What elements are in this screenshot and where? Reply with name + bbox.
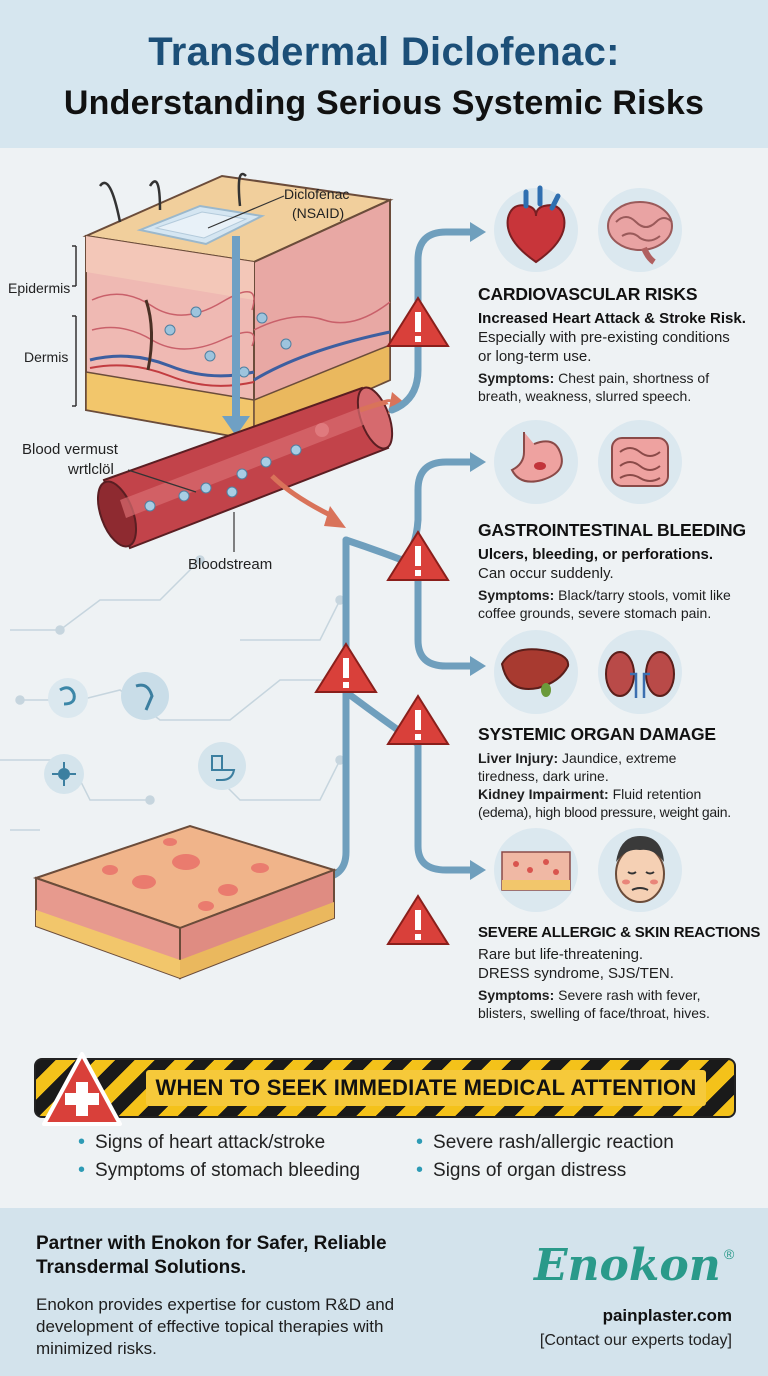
risk-symptoms: Symptoms: Black/tarry stools, vomit like	[478, 586, 763, 604]
blood-vessel	[96, 386, 394, 552]
warning-triangle-icon-gi	[386, 530, 450, 581]
symptoms-text: Black/tarry stools, vomit like	[554, 587, 731, 603]
symptoms-text-cont: breath, weakness, slurred speech.	[478, 388, 692, 404]
medical-cross-warning-icon	[42, 1052, 122, 1126]
liver-injury-text: Liver Injury: Jaundice, extreme	[478, 749, 763, 767]
seek-item: • Signs of heart attack/stroke	[78, 1131, 325, 1154]
small-throat-icon	[121, 672, 169, 720]
enokon-logo: Enokon	[534, 1240, 721, 1291]
seek-item-text: Symptoms of stomach bleeding	[95, 1160, 361, 1181]
bloodstream-label: Bloodstream	[188, 556, 273, 573]
symptoms-text-cont: blisters, swelling of face/throat, hives…	[478, 1005, 710, 1021]
page-title: Transdermal Diclofenac:	[148, 30, 620, 74]
kidney-impairment-desc: Fluid retention	[608, 786, 702, 802]
patch-label: Diclofenac	[284, 186, 350, 202]
small-stomach-icon	[48, 678, 88, 718]
registered-mark: ®	[724, 1246, 735, 1262]
small-toilet-icon	[198, 742, 246, 790]
liver-injury-desc: Jaundice, extreme	[558, 750, 677, 766]
liver-icon	[494, 630, 578, 714]
risk-desc: or long-term use.	[478, 348, 592, 365]
blood-vessel-label: Blood vermust	[22, 441, 118, 458]
stomach-icon	[494, 420, 578, 504]
dermis-label: Dermis	[24, 349, 69, 365]
risk-title: SEVERE ALLERGIC & SKIN REACTIONS	[478, 924, 761, 941]
seek-item-text: Severe rash/allergic reaction	[433, 1132, 674, 1153]
kidney-impairment-label: Kidney Impairment:	[478, 786, 609, 802]
header: Transdermal Diclofenac: Understanding Se…	[0, 0, 768, 148]
risk-desc: Can occur suddenly.	[478, 565, 614, 582]
gastrointestinal-risk-block: GASTROINTESTINAL BLEEDING Ulcers, bleedi…	[478, 520, 763, 622]
organ-damage-risk-block: SYSTEMIC ORGAN DAMAGE Liver Injury: Jaun…	[478, 724, 763, 821]
seek-item: • Severe rash/allergic reaction	[416, 1131, 674, 1154]
patch-label-nsaid: (NSAID)	[292, 205, 345, 221]
allergic-reaction-risk-block: SEVERE ALLERGIC & SKIN REACTIONS Rare bu…	[478, 924, 763, 1022]
symptoms-label: Symptoms:	[478, 370, 555, 386]
warning-triangle-icon-cardio	[386, 296, 450, 347]
symptoms-text: Severe rash with fever,	[554, 987, 701, 1003]
sick-face-icon	[598, 828, 682, 912]
risk-title: CARDIOVASCULAR RISKS	[478, 284, 698, 304]
epidermis-label: Epidermis	[8, 280, 71, 296]
cardiovascular-risk-block: CARDIOVASCULAR RISKS Increased Heart Att…	[478, 284, 763, 405]
warning-triangle-icon-allergy	[386, 894, 450, 945]
symptoms-text: Chest pain, shortness of	[554, 370, 710, 386]
bullet-dot: •	[416, 1159, 424, 1181]
small-virus-icon	[44, 754, 84, 794]
seek-item-text: Signs of organ distress	[433, 1160, 627, 1181]
risk-desc: Especially with pre-existing conditions	[478, 329, 730, 346]
medical-attention-banner: WHEN TO SEEK IMMEDIATE MEDICAL ATTENTION	[34, 1058, 736, 1118]
rash-skin-icon	[494, 828, 578, 912]
symptoms-text-cont: coffee grounds, severe stomach pain.	[478, 605, 712, 621]
footer: Partner with Enokon for Safer, Reliable …	[0, 1208, 768, 1376]
kidney-impairment-desc-cont: (edema), high blood pressure, weight gai…	[478, 804, 731, 820]
rash-skin-block	[32, 824, 338, 980]
seek-item: • Symptoms of stomach bleeding	[78, 1159, 360, 1182]
warning-triangle-icon-mid	[314, 642, 378, 693]
medical-attention-title: WHEN TO SEEK IMMEDIATE MEDICAL ATTENTION	[146, 1070, 706, 1106]
page-subtitle: Understanding Serious Systemic Risks	[63, 84, 705, 122]
liver-injury-desc-cont: tiredness, dark urine.	[478, 768, 609, 784]
footer-headline: Partner with Enokon for Safer, Reliable …	[36, 1233, 387, 1278]
bullet-dot: •	[416, 1131, 424, 1153]
blood-vessel-sublabel: wrtlclöl	[68, 461, 114, 478]
risk-symptoms: Symptoms: Chest pain, shortness of	[478, 369, 763, 387]
liver-injury-label: Liver Injury:	[478, 750, 559, 766]
website-link[interactable]: painplaster.com	[602, 1306, 732, 1325]
risk-desc: DRESS syndrome, SJS/TEN.	[478, 965, 674, 982]
orange-arrowhead-lower	[324, 506, 346, 528]
footer-body: Enokon provides expertise for custom R&D…	[36, 1295, 395, 1358]
risk-subtitle: Ulcers, bleeding, or perforations.	[478, 546, 714, 563]
kidney-icon	[598, 630, 682, 714]
risk-title: GASTROINTESTINAL BLEEDING	[478, 520, 746, 540]
risk-title: SYSTEMIC ORGAN DAMAGE	[478, 724, 716, 744]
bullet-dot: •	[78, 1159, 86, 1181]
symptoms-label: Symptoms:	[478, 587, 555, 603]
orange-arrows	[270, 399, 393, 519]
contact-cta-link[interactable]: [Contact our experts today]	[539, 1332, 732, 1349]
risk-subtitle: Increased Heart Attack & Stroke Risk.	[478, 310, 746, 327]
symptoms-label: Symptoms:	[478, 987, 555, 1003]
intestine-icon	[598, 420, 682, 504]
risk-subtitle: Rare but life-threatening.	[478, 946, 644, 963]
kidney-impairment-text: Kidney Impairment: Fluid retention	[478, 785, 763, 803]
warning-triangle-icon-organ	[386, 694, 450, 745]
risk-diagram	[0, 172, 682, 980]
heart-icon	[494, 185, 578, 272]
brain-icon	[598, 188, 682, 272]
bullet-dot: •	[78, 1131, 86, 1153]
risk-symptoms: Symptoms: Severe rash with fever,	[478, 986, 763, 1004]
seek-item-text: Signs of heart attack/stroke	[95, 1132, 326, 1153]
seek-item: • Signs of organ distress	[416, 1159, 626, 1182]
